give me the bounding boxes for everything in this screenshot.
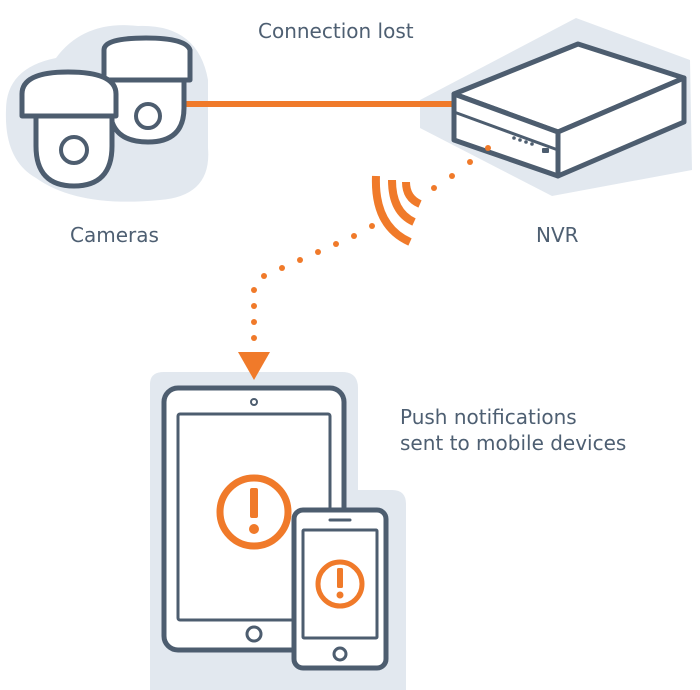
wireless-dotted-path (251, 145, 491, 341)
push-label-line-1: Push notifications (400, 405, 577, 429)
cameras-icon (19, 35, 193, 189)
tablet-alert-icon (216, 474, 292, 550)
connection-status-label: Connection lost (258, 19, 414, 43)
push-notifications-label: Push notifications sent to mobile device… (400, 404, 626, 456)
nvr-box-icon (451, 41, 687, 179)
nvr-label: NVR (536, 223, 579, 247)
cameras-label: Cameras (70, 223, 159, 247)
arrow-down-icon (238, 352, 270, 380)
wifi-signal-icon (371, 175, 422, 246)
nvr-status-leds (512, 136, 549, 153)
push-label-line-2: sent to mobile devices (400, 431, 627, 455)
phone-alert-icon (315, 559, 365, 609)
